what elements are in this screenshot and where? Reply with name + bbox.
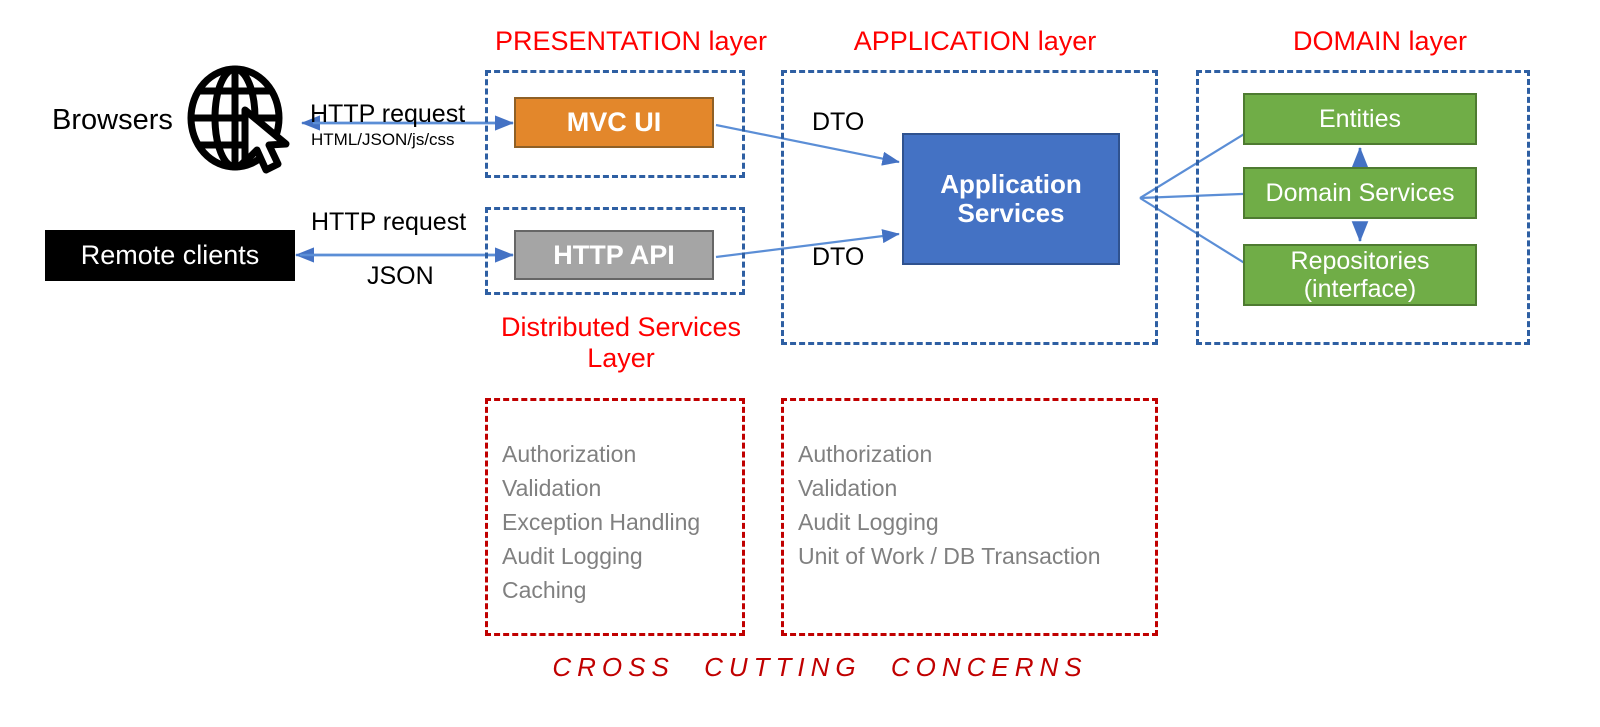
distributed-services-line1: Distributed Services (500, 312, 742, 342)
edge-label-browser-request: HTTP request (310, 100, 466, 128)
footer-word-concerns: CONCERNS (890, 652, 1088, 682)
application-services-label-line1: Application (940, 168, 1082, 199)
presentation-concerns-list: Authorization Validation Exception Handl… (502, 437, 742, 607)
domain-services-label: Domain Services (1265, 179, 1455, 207)
edge-label-browser-response: HTML/JSON/js/css (311, 130, 455, 149)
concern-item: Authorization (502, 441, 637, 467)
concern-item: Validation (502, 475, 602, 502)
application-layer-title: APPLICATION layer (853, 26, 1097, 56)
distributed-services-line2: Layer (587, 343, 655, 374)
http-api-box[interactable]: HTTP API (514, 230, 714, 280)
remote-clients-label: Remote clients (80, 240, 260, 271)
browsers-label: Browsers (52, 104, 173, 136)
concern-item: Authorization (798, 441, 933, 467)
concern-item: Audit Logging (798, 509, 939, 536)
edge-label-remote-request: HTTP request (311, 208, 467, 236)
cross-cutting-concerns-footer: CROSS CUTTING CONCERNS (480, 652, 1160, 683)
entities-box[interactable]: Entities (1243, 93, 1477, 145)
concern-item: Unit of Work / DB Transaction (798, 543, 1101, 570)
entities-label: Entities (1319, 105, 1401, 133)
repositories-box[interactable]: Repositories (interface) (1243, 244, 1477, 306)
concern-item: Validation (798, 475, 898, 502)
presentation-api-container (485, 207, 745, 295)
concern-item: Caching (502, 577, 587, 604)
repositories-label-line1: Repositories (1290, 247, 1430, 275)
edge-label-remote-response: JSON (367, 262, 434, 290)
mvc-ui-box[interactable]: MVC UI (514, 97, 714, 148)
presentation-layer-title: PRESENTATION layer (495, 26, 768, 56)
application-services-label-line2: Services (957, 198, 1065, 228)
footer-word-cutting: CUTTING (704, 652, 862, 682)
footer-word-cross: CROSS (552, 652, 675, 682)
cursor-arrow-icon (241, 106, 290, 174)
domain-layer-title: DOMAIN layer (1292, 26, 1468, 56)
mvc-ui-label: MVC UI (566, 107, 662, 138)
application-services-box[interactable]: Application Services (902, 133, 1120, 265)
remote-clients-box: Remote clients (45, 230, 295, 281)
distributed-services-layer-title: Distributed Services Layer (485, 312, 757, 374)
concern-item: Audit Logging (502, 543, 643, 570)
edge-label-dto-bottom: DTO (812, 243, 865, 271)
domain-layer-container (1196, 70, 1530, 345)
presentation-mvc-container (485, 70, 745, 178)
domain-services-box[interactable]: Domain Services (1243, 167, 1477, 219)
application-concerns-list: Authorization Validation Audit Logging U… (798, 437, 1155, 573)
http-api-label: HTTP API (553, 239, 675, 270)
edge-label-dto-top: DTO (812, 108, 865, 136)
concern-item: Exception Handling (502, 509, 701, 536)
presentation-concerns-container: Authorization Validation Exception Handl… (485, 398, 745, 636)
repositories-label-line2: (interface) (1303, 275, 1417, 303)
application-concerns-container: Authorization Validation Audit Logging U… (781, 398, 1158, 636)
application-layer-container (781, 70, 1158, 345)
